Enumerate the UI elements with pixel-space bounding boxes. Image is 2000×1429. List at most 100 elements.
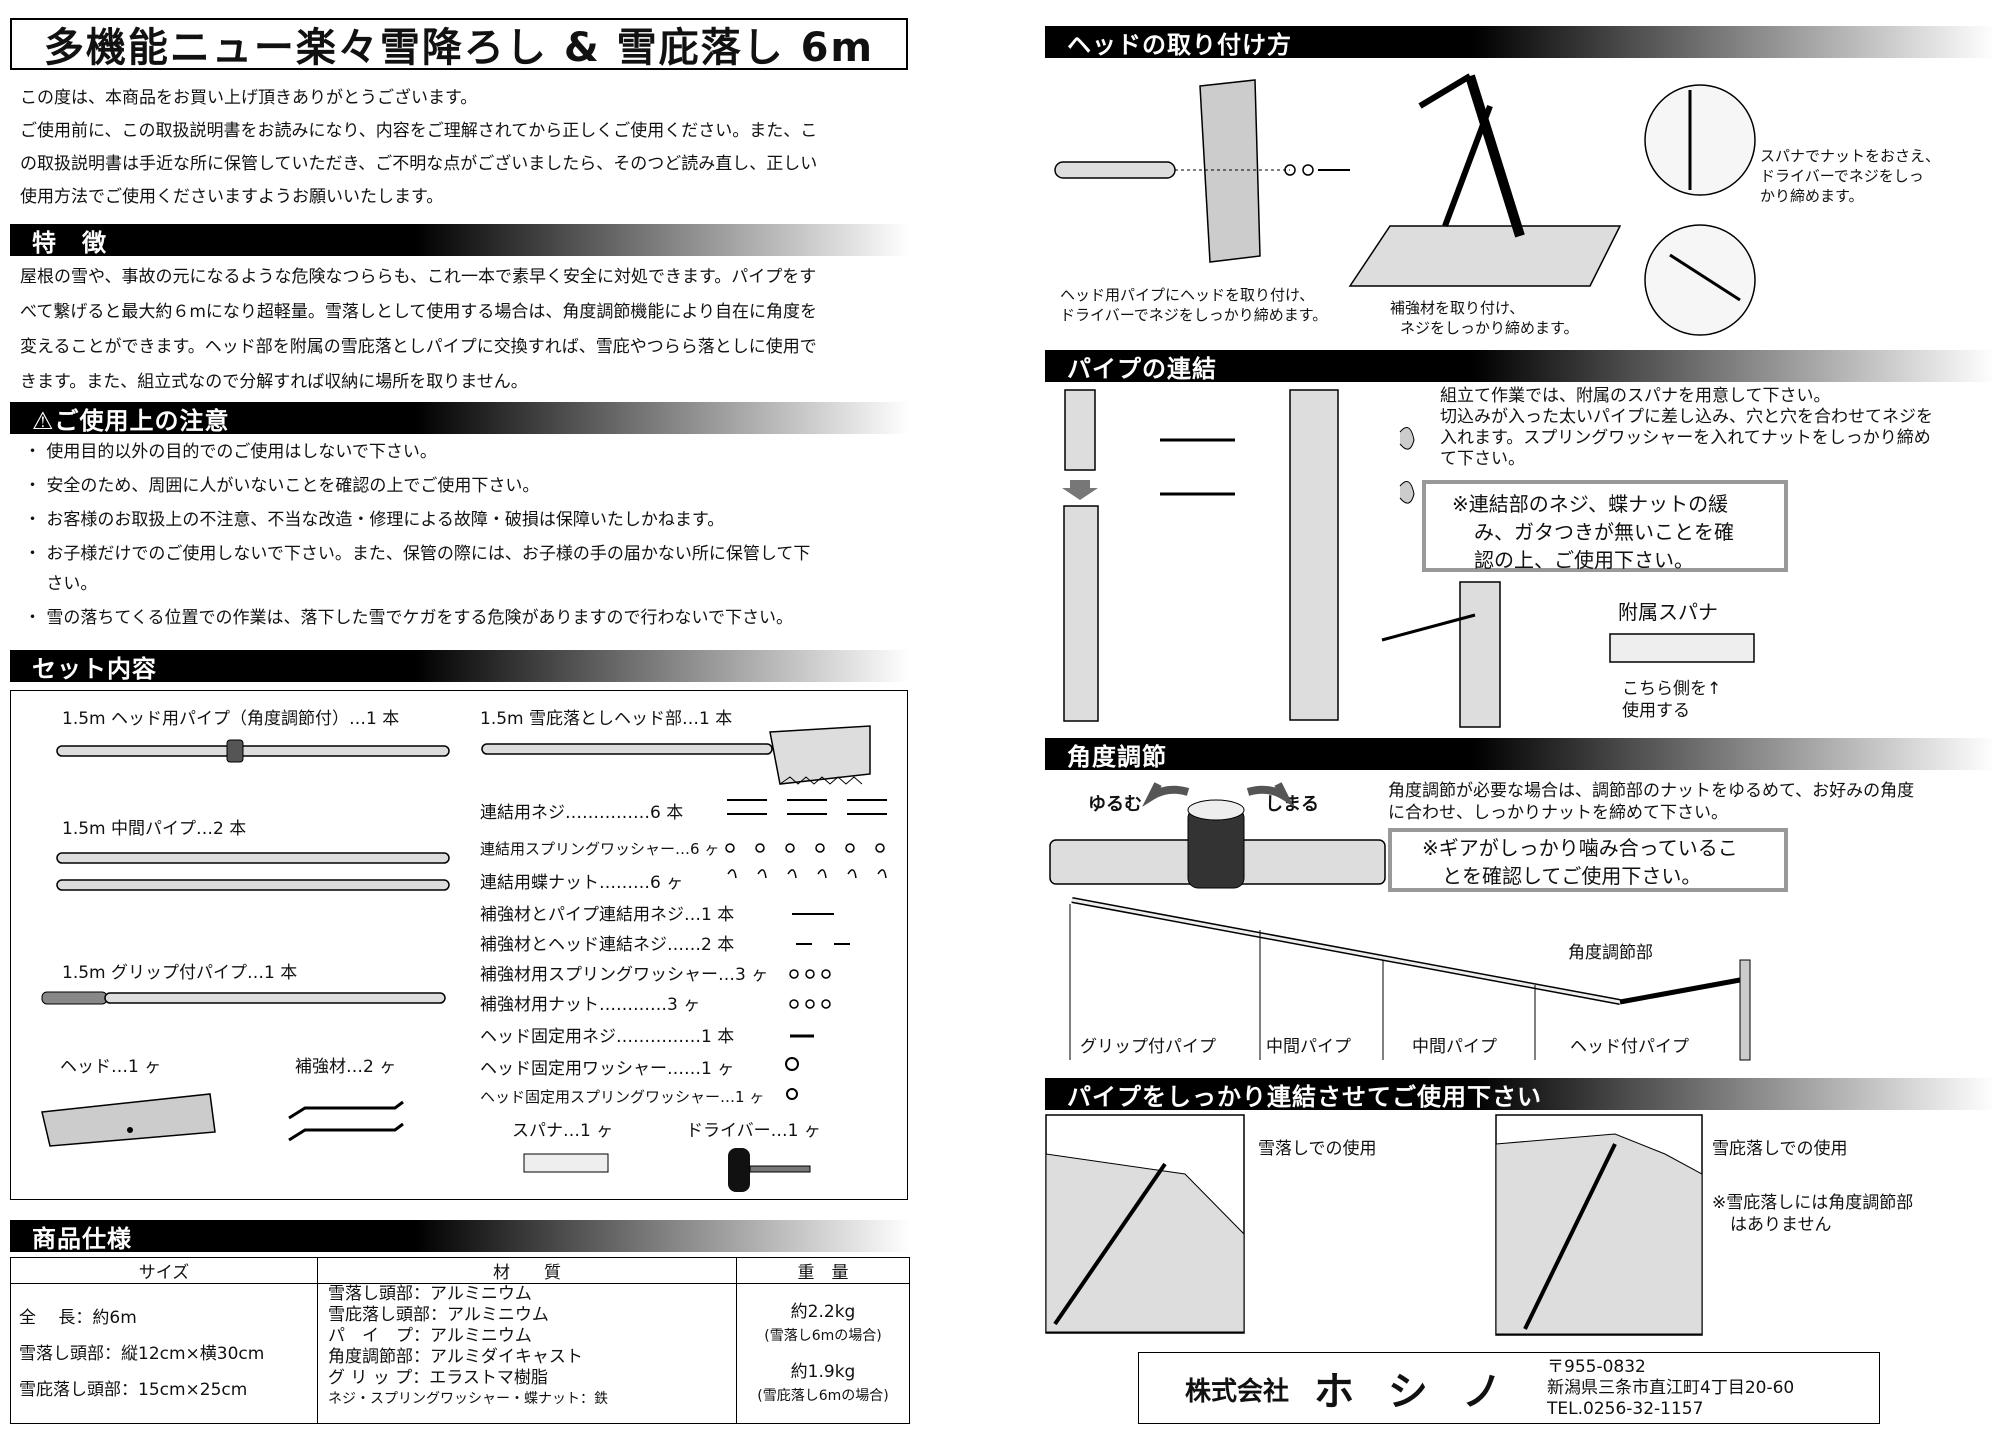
spec-material: パ イ プ：アルミニウム (328, 1326, 532, 1346)
parts-item: ヘッド固定用スプリングワッシャー…1 ヶ (480, 1088, 765, 1106)
brace-label: 補強材…2 ヶ (295, 1057, 397, 1077)
caption-line: かり締めます。 (1760, 187, 1864, 205)
intro-line: この度は、本商品をお買い上げ頂きありがとうございます。 (20, 88, 478, 108)
parts-item: 補強材とパイプ連結用ネジ…1 本 (480, 905, 735, 925)
pipe-grip-label: 1.5m グリップ付パイプ…1 本 (62, 963, 298, 983)
angle-note: ※ギアがしっかり噛み合っているこ とを確認してご使用下さい。 (1388, 828, 1788, 892)
pipe-name-mid-1: 中間パイプ (1266, 1037, 1351, 1057)
pipe-mid-illustration (56, 852, 450, 891)
company-name: ホ シ ノ (1314, 1369, 1512, 1415)
intro-line: 使用方法でご使用くださいますようお願いいたします。 (20, 187, 444, 207)
head-illustration (41, 1093, 216, 1147)
pipe-mid-label: 1.5m 中間パイプ…2 本 (62, 819, 247, 839)
caption-line: ドライバーでネジをしっかり締めます。 (1060, 306, 1328, 324)
brace-illustration (288, 1100, 404, 1142)
features-heading: 特 徴 (10, 224, 910, 257)
parts-item: 補強材とヘッド連結ネジ……2 本 (480, 935, 735, 955)
parts-item: ヘッド固定用ネジ……………1 本 (480, 1027, 735, 1047)
features-line: べて繋げると最大約６mになり超軽量。雪落しとして使用する場合は、角度調節機能によ… (20, 302, 818, 322)
spanner-accessory-label: 附属スパナ (1618, 600, 1718, 624)
pipe-name-grip: グリップ付パイプ (1080, 1037, 1216, 1057)
parts-item: 補強材用スプリングワッシャー…3 ヶ (480, 965, 769, 985)
text-line: て下さい。 (1440, 449, 1525, 469)
caption-line: ネジをしっかり締めます。 (1400, 319, 1579, 337)
spec-material: 角度調節部：アルミダイキャスト (328, 1347, 583, 1367)
text-line: 角度調節が必要な場合は、調節部のナットをゆるめて、お好みの角度 (1388, 781, 1915, 801)
note-line: 認の上、ご使用下さい。 (1474, 548, 1694, 572)
features-line: 変えることができます。ヘッド部を附属の雪庇落としパイプに交換すれば、雪庇やつらら… (20, 337, 817, 357)
snow-usage-label: 雪落しでの使用 (1258, 1139, 1377, 1159)
head-label: ヘッド…1 ヶ (60, 1057, 162, 1077)
head-attach-illustration (1054, 73, 1622, 287)
text-line: 入れます。スプリングワッシャーを入れてナットをしっかり締め (1440, 428, 1931, 448)
parts-item: 連結用蝶ナット………6 ヶ (480, 873, 684, 893)
spec-weight-note: (雪落し6mの場合) (764, 1327, 882, 1344)
company-tel: TEL.0256-32-1157 (1547, 1399, 1704, 1419)
caution-item: ・ 安全のため、周囲に人がいないことを確認の上でご使用下さい。 (24, 476, 540, 496)
text-line: 切込みが入った太いパイプに差し込み、穴と穴を合わせてネジを (1440, 407, 1933, 427)
set-contents-box (10, 690, 908, 1200)
loosen-label: ゆるむ (1088, 794, 1142, 815)
set-contents-heading: セット内容 (10, 650, 910, 683)
pipe-connect-heading: パイプの連結 (1045, 350, 1995, 383)
angle-text: 角度調節が必要な場合は、調節部のナットをゆるめて、お好みの角度 に合わせ、しっか… (1388, 780, 1914, 824)
snow-usage-illustration (1045, 1114, 1245, 1334)
intro-text: この度は、本商品をお買い上げ頂きありがとうございます。 ご使用前に、この取扱説明… (20, 82, 910, 214)
company-name-prefix: 株式会社 (1185, 1377, 1290, 1407)
note-line: はありません (1730, 1215, 1832, 1235)
parts-item: 補強材用ナット…………3 ヶ (480, 995, 701, 1015)
company-address-block: 〒955-0832 新潟県三条市直江町4丁目20-60 TEL.0256-32-… (1547, 1357, 1794, 1420)
spec-header-weight: 重 量 (736, 1257, 910, 1284)
spec-table: サイズ 材 質 重 量 全 長：約6m 雪落し頭部：縦12cm×横30cm 雪庇… (10, 1257, 910, 1424)
head-attach-heading: ヘッドの取り付け方 (1045, 26, 1995, 59)
spec-size-cornice-head: 雪庇落し頭部：15cm×25cm (19, 1379, 248, 1400)
intro-line: ご使用前に、この取扱説明書をお読みになり、内容をご理解されてから正しくご使用くだ… (20, 121, 818, 141)
caption-line: ドライバーでネジをしっ (1760, 167, 1924, 185)
caption-line: 補強材を取り付け、 (1390, 299, 1525, 317)
company-postal: 〒955-0832 (1547, 1357, 1646, 1377)
spec-size-length: 全 長：約6m (19, 1307, 137, 1328)
caution-item: さい。 (24, 574, 98, 594)
note-line: ※雪庇落しには角度調節部 (1712, 1193, 1914, 1213)
spanner-accessory-illustration (1609, 633, 1755, 663)
pipe-connect-detail-illustration (1381, 581, 1501, 728)
features-line: 屋根の雪や、事故の元になるような危険なつららも、これ一本で素早く安全に対処できま… (20, 267, 817, 287)
angle-adjuster-illustration (1049, 782, 1386, 889)
spanner-use-side: こちら側を↑ 使用する (1622, 678, 1721, 722)
head-attach-caption-1: ヘッド用パイプにヘッドを取り付け、 ドライバーでネジをしっかり締めます。 (1060, 285, 1327, 325)
pipe-connect-note: ※連結部のネジ、蝶ナットの緩 み、ガタつきが無いことを確 認の上、ご使用下さい。 (1422, 480, 1788, 572)
features-text: 屋根の雪や、事故の元になるような危険なつららも、これ一本で素早く安全に対処できま… (20, 260, 910, 400)
parts-item: 連結用ネジ……………6 本 (480, 803, 684, 823)
spec-material: グ リ ッ プ：エラストマ樹脂 (328, 1368, 548, 1388)
note-line: み、ガタつきが無いことを確 (1474, 520, 1734, 544)
assembled-pole-illustration (1069, 897, 1751, 1061)
spec-weight: 約1.9kg (790, 1361, 856, 1382)
note-line: ※連結部のネジ、蝶ナットの緩 (1452, 492, 1729, 516)
spec-weight-note: (雪庇落し6mの場合) (757, 1387, 889, 1404)
features-line: きます。また、組立式なので分解すれば収納に場所を取りません。 (20, 372, 528, 392)
head-attach-detail-illustration (1644, 84, 1756, 336)
cornice-usage-label: 雪庇落しでの使用 (1712, 1139, 1848, 1159)
cornice-head-illustration (481, 725, 871, 785)
usage-heading: パイプをしっかり連結させてご使用下さい (1045, 1078, 1995, 1111)
company-box: 株式会社 ホ シ ノ 〒955-0832 新潟県三条市直江町4丁目20-60 T… (1138, 1352, 1880, 1424)
spec-material: ネジ・スプリングワッシャー・蝶ナット：鉄 (328, 1391, 608, 1407)
angle-heading: 角度調節 (1045, 738, 1995, 771)
spec-heading: 商品仕様 (10, 1220, 910, 1253)
parts-screws-illustration (725, 799, 887, 1100)
caption-line: スパナでナットをおさえ、 (1760, 147, 1941, 165)
pipe-grip-illustration (41, 991, 446, 1005)
caution-item: ・ お子様だけでのご使用しないで下さい。また、保管の際には、お子様の手の届かない… (24, 544, 811, 564)
caption-line: ヘッド用パイプにヘッドを取り付け、 (1060, 286, 1315, 304)
cautions-list: ・ 使用目的以外の目的でのご使用はしないで下さい。 ・ 安全のため、周囲に人がい… (24, 440, 914, 640)
use-side-line: こちら側を↑ (1622, 679, 1722, 699)
spec-material: 雪落し頭部：アルミニウム (328, 1284, 532, 1304)
cornice-usage-illustration (1495, 1114, 1703, 1336)
spanner-label: スパナ…1 ヶ (512, 1121, 614, 1141)
spec-weight: 約2.2kg (790, 1301, 856, 1322)
company-address: 新潟県三条市直江町4丁目20-60 (1547, 1378, 1795, 1398)
driver-illustration (728, 1148, 811, 1192)
pipe-connect-text: 組立て作業では、附属のスパナを用意して下さい。 切込みが入った太いパイプに差し込… (1440, 386, 1933, 470)
cornice-head-label: 1.5m 雪庇落としヘッド部…1 本 (480, 709, 733, 729)
use-side-line: 使用する (1622, 701, 1690, 721)
